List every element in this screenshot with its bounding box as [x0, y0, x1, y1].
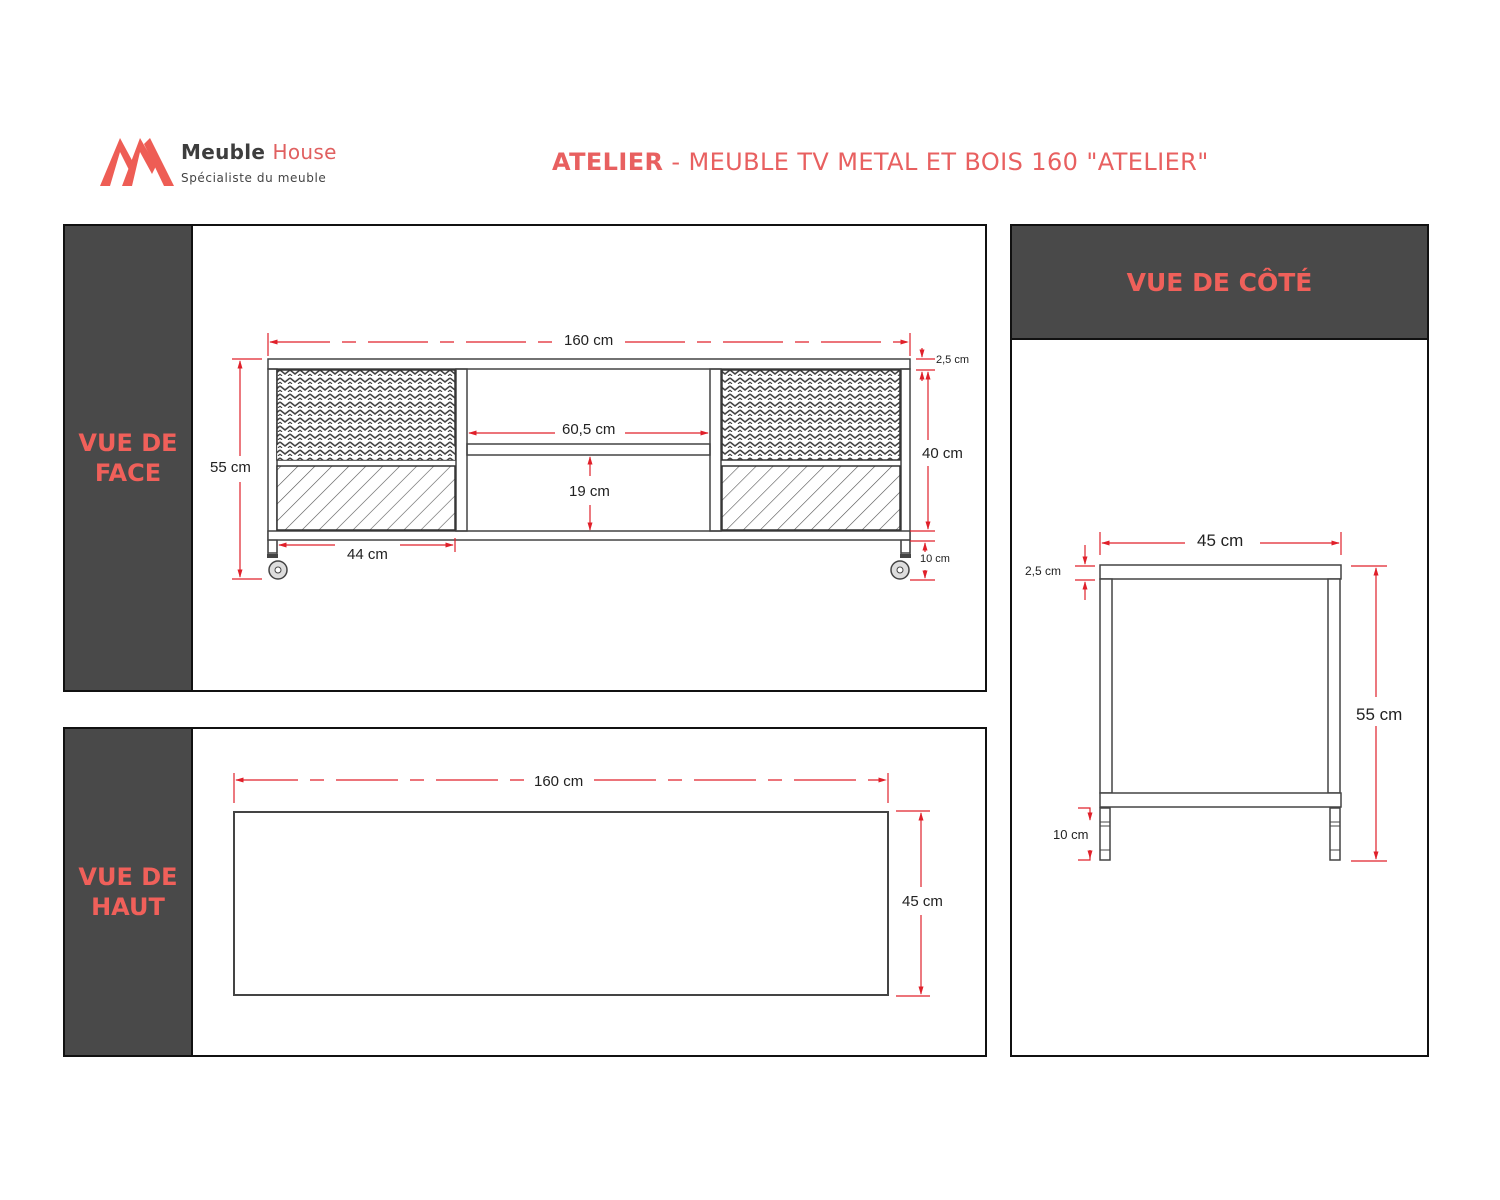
caster-wheel-icon [890, 539, 911, 580]
mountain-m-logo-icon [100, 138, 174, 186]
title-description: - MEUBLE TV METAL ET BOIS 160 "ATELIER" [663, 148, 1209, 176]
brand-accent: House [272, 140, 337, 164]
side-view-panel: VUE DE CÔTÉ [1010, 224, 1429, 1057]
title-product-name: ATELIER [552, 148, 664, 176]
dim-front-total-width: 160 cm [560, 332, 618, 349]
brand-tagline: Spécialiste du meuble [181, 171, 327, 185]
dim-front-wheel-height: 10 cm [920, 553, 950, 565]
dim-front-top-thickness: 2,5 cm [936, 354, 970, 366]
dim-top-width: 160 cm [530, 773, 588, 790]
dim-side-top-thickness: 2,5 cm [1025, 564, 1062, 578]
caster-wheel-icon [267, 539, 288, 580]
dim-side-foot-height: 10 cm [1053, 827, 1089, 842]
dim-top-depth: 45 cm [898, 893, 947, 910]
dim-front-total-height: 55 cm [206, 459, 255, 476]
logo: Meuble House Spécialiste du meuble [100, 136, 340, 190]
side-view-label: VUE DE CÔTÉ [1012, 226, 1427, 340]
dim-front-shelf-height: 19 cm [565, 483, 614, 500]
page-title: ATELIER - MEUBLE TV METAL ET BOIS 160 "A… [552, 148, 1209, 176]
dim-front-drawer-width: 44 cm [343, 546, 392, 563]
brand-name: Meuble House [181, 140, 337, 164]
dim-side-height: 55 cm [1352, 705, 1407, 725]
dim-side-depth: 45 cm [1193, 531, 1248, 551]
dim-front-inner-height: 40 cm [918, 445, 967, 462]
dim-front-center-width: 60,5 cm [558, 421, 620, 438]
brand-main: Meuble [181, 140, 266, 164]
